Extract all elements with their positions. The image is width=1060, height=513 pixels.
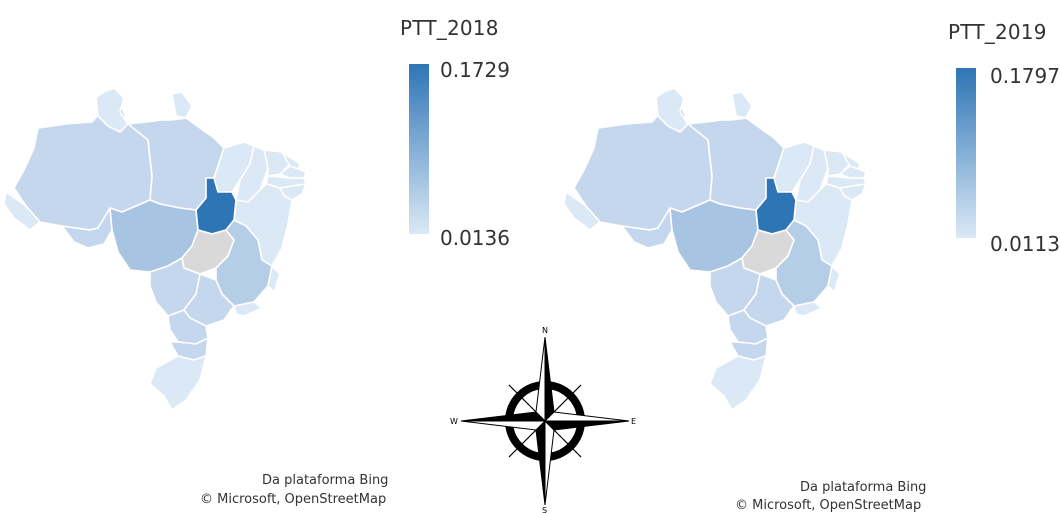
map-panel-2019: PTT_2019 0.1797 0.0113 Da plataforma Bin… <box>550 0 1060 513</box>
legend-gradient-bar <box>956 68 976 238</box>
state-acre <box>3 191 41 231</box>
attribution-copyright: © Microsoft, OpenStreetMap <box>200 492 387 507</box>
legend-min-value: 0.0136 <box>440 226 510 250</box>
state-amapa <box>731 91 753 119</box>
state-acre <box>563 191 601 231</box>
state-rio-de-janeiro <box>233 301 263 317</box>
legend-title: PTT_2019 <box>948 20 1047 44</box>
compass-east-label: E <box>631 417 636 426</box>
attribution-copyright: © Microsoft, OpenStreetMap <box>735 498 922 513</box>
state-rio-grande-do-sul <box>709 355 767 411</box>
map-panel-2018: PTT_2018 0.1729 0.0136 Da plataforma Bin… <box>3 16 510 507</box>
state-sao-paulo <box>183 273 235 327</box>
legend-title: PTT_2018 <box>400 16 499 40</box>
legend-gradient-bar <box>409 64 429 234</box>
legend-max-value: 0.1797 <box>990 64 1060 88</box>
legend-max-value: 0.1729 <box>440 58 510 82</box>
brazil-choropleth-2019 <box>563 87 867 411</box>
state-amapa <box>171 91 193 119</box>
state-espirito-santo <box>827 265 841 293</box>
compass-west-label: W <box>450 417 458 426</box>
compass-north-label: N <box>542 326 548 335</box>
state-roraima <box>95 87 129 133</box>
attribution-source: Da plataforma Bing <box>262 473 389 488</box>
state-sao-paulo <box>743 273 795 327</box>
state-roraima <box>655 87 689 133</box>
brazil-choropleth-2018 <box>3 87 307 411</box>
attribution-source: Da plataforma Bing <box>800 480 927 495</box>
state-espirito-santo <box>267 265 281 293</box>
compass-south-label: S <box>542 506 547 513</box>
state-rio-grande-do-sul <box>149 355 207 411</box>
state-rio-de-janeiro <box>793 301 823 317</box>
compass-rose-icon: N S E W <box>450 326 636 513</box>
legend-min-value: 0.0113 <box>990 232 1060 256</box>
